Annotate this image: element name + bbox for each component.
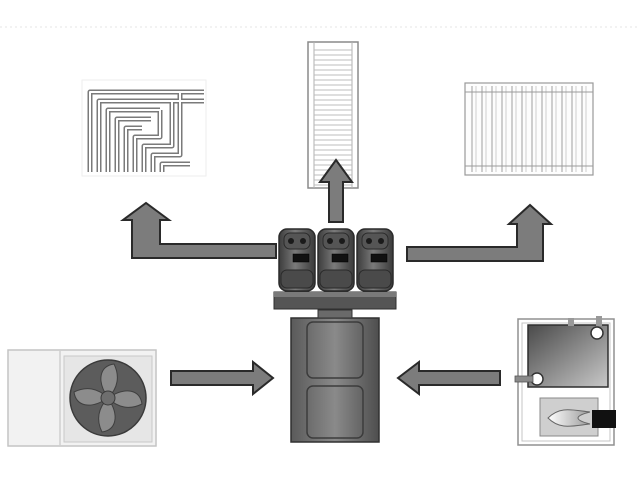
arrow-from-heat-pump [170, 359, 275, 397]
storage-tank-icon [290, 309, 380, 443]
pump-unit [356, 228, 394, 292]
underfloor-heating-icon [81, 79, 207, 177]
arrow-to-underfloor [119, 201, 277, 259]
pump-unit [317, 228, 355, 292]
boiler-icon [514, 316, 616, 446]
arrow-to-towel-radiator [318, 158, 354, 223]
arrow-to-panel-radiator [406, 203, 554, 262]
arrow-from-boiler [396, 359, 501, 397]
pump-group-icon [273, 228, 397, 310]
pump-unit [278, 228, 316, 292]
heat-pump-icon [7, 349, 157, 447]
panel-radiator-icon [464, 82, 594, 176]
